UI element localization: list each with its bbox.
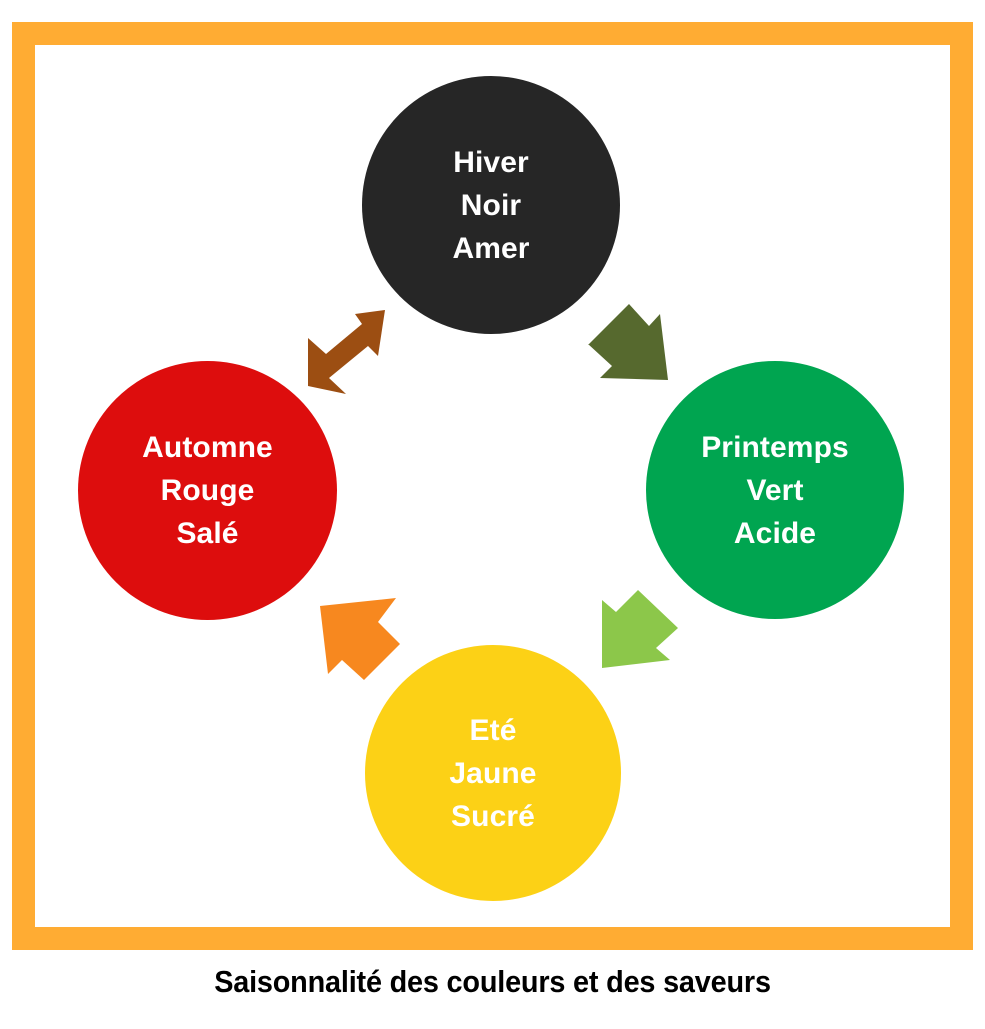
season-color-autumn: Rouge — [160, 474, 255, 507]
season-name-winter: Hiver — [453, 145, 529, 179]
season-flavor-winter: Amer — [452, 231, 530, 265]
diagram-caption: Saisonnalité des couleurs et des saveurs — [214, 964, 771, 999]
season-color-spring: Vert — [746, 473, 804, 507]
season-name-autumn: Automne — [142, 431, 273, 464]
arrow-summer-to-autumn-icon — [308, 588, 404, 684]
arrow-summer-to-autumn-shape — [320, 598, 400, 680]
season-flavor-spring: Acide — [733, 516, 817, 550]
season-node-spring[interactable]: Printemps Vert Acide — [646, 361, 904, 619]
arrow-autumn-to-winter-shape — [308, 310, 385, 394]
season-name-spring: Printemps — [701, 430, 849, 464]
season-flavor-summer: Sucré — [451, 799, 535, 833]
season-node-autumn[interactable]: Automne Rouge Salé — [78, 361, 337, 620]
season-color-winter: Noir — [460, 188, 522, 222]
season-node-summer[interactable]: Eté Jaune Sucré — [365, 645, 621, 901]
arrow-autumn-to-winter-icon — [300, 302, 396, 398]
season-node-winter[interactable]: Hiver Noir Amer — [362, 76, 620, 334]
arrow-spring-to-summer-icon — [592, 582, 688, 678]
season-flavor-autumn: Salé — [176, 517, 239, 550]
arrow-spring-to-summer-shape — [602, 590, 678, 668]
season-color-summer: Jaune — [449, 756, 537, 790]
season-name-summer: Eté — [469, 713, 517, 747]
arrow-winter-to-spring-shape — [588, 304, 668, 380]
arrow-winter-to-spring-icon — [580, 296, 676, 392]
seasonal-cycle-diagram: Hiver Noir Amer Printemps Vert Acide Eté… — [78, 76, 904, 901]
